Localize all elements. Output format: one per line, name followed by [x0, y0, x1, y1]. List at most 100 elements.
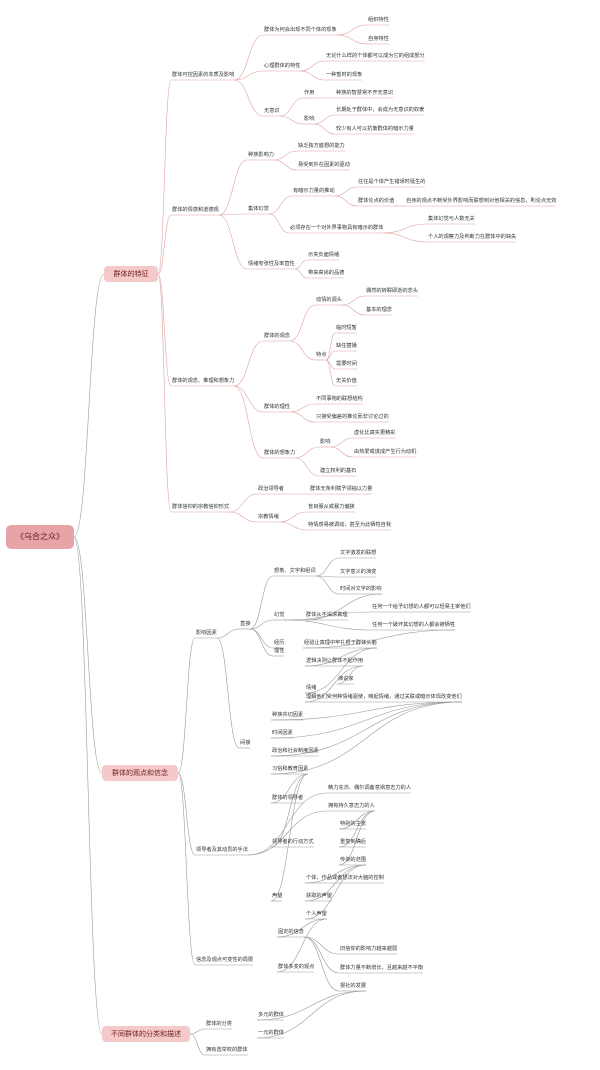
node-41[interactable]: 群体的想象力: [264, 450, 296, 456]
node-90[interactable]: 群体力量不断增长，且越来越不平衡: [340, 965, 424, 971]
node-49[interactable]: 宗教情绪: [258, 514, 279, 520]
node-27[interactable]: 带来高尚的品德: [308, 270, 345, 276]
node-11[interactable]: 长期处于群体中，会成为无意识的奴隶: [336, 107, 425, 113]
node-33[interactable]: 特点: [316, 352, 327, 358]
node-7[interactable]: 无意识: [264, 108, 280, 114]
node-95[interactable]: 拥有选举权的群体: [206, 1047, 248, 1053]
node-6[interactable]: 一种暂时的现象: [326, 72, 363, 78]
node-46[interactable]: 群体信仰的宗教信仰形式: [172, 504, 230, 510]
node-70[interactable]: 种族共切因素: [272, 712, 304, 718]
node-24[interactable]: 个人的观察力及判断力在群体中的缺失: [428, 234, 517, 240]
node-94[interactable]: 一元的群体: [258, 1030, 284, 1036]
node-40[interactable]: 只接受偏差的推论而非讨论过的: [316, 414, 389, 420]
node-93[interactable]: 多元的群体: [258, 1012, 284, 1018]
node-76[interactable]: 精力充沛、偶尔调备意祸意志力的人: [328, 785, 412, 791]
node-17[interactable]: 集体幻觉: [248, 206, 269, 212]
node-42[interactable]: 影响: [320, 439, 331, 445]
node-78[interactable]: 领导者的行动方式: [272, 839, 314, 845]
node-37[interactable]: 无关价值: [336, 378, 357, 384]
root-node[interactable]: 《乌合之众》: [6, 525, 74, 549]
node-75[interactable]: 群体的领导者: [272, 795, 304, 801]
node-58[interactable]: 幻觉: [274, 612, 285, 618]
node-54[interactable]: 想象、文字和组词: [274, 568, 316, 574]
node-56[interactable]: 文字意义的演变: [340, 569, 377, 575]
node-31[interactable]: 偶然的转瞬即逝的念头: [366, 288, 418, 294]
node-83[interactable]: 个体、作品或者想法对大脑的控制: [306, 875, 384, 881]
node-18[interactable]: 有暗示力量的推动: [293, 188, 335, 194]
node-43[interactable]: 虚化比真实更精彩: [354, 430, 396, 436]
node-69[interactable]: 间接: [240, 740, 251, 746]
node-45[interactable]: 建立权利的基石: [320, 468, 357, 474]
node-52[interactable]: 影响因素: [196, 630, 217, 636]
node-82[interactable]: 声望: [272, 893, 283, 899]
node-79[interactable]: 特别的主张: [340, 821, 366, 827]
node-55[interactable]: 文字激发的联想: [340, 550, 377, 556]
node-29[interactable]: 群体的观念: [264, 333, 290, 339]
node-36[interactable]: 需要时间: [336, 361, 357, 367]
node-59[interactable]: 群体从不渴求真理: [306, 612, 348, 618]
node-4[interactable]: 心理群体的特性: [264, 63, 301, 69]
node-28[interactable]: 群体的观念、推理和想象力: [172, 378, 235, 384]
node-1[interactable]: 群体为何会出现不同个体的现象: [264, 27, 337, 33]
node-73[interactable]: 习俗和教育因素: [272, 766, 309, 772]
node-63[interactable]: 经验让真理中牢扎根于群体头脑: [304, 640, 377, 646]
node-44[interactable]: 由热爱或谎成产生行为动机: [354, 449, 417, 455]
main-node-group-features[interactable]: 群体的特征: [104, 266, 158, 282]
node-72[interactable]: 政治和社会制度因素: [272, 748, 319, 754]
node-61[interactable]: 任何一个破坏其幻想的人都会被牺牲: [372, 622, 456, 628]
node-26[interactable]: 示夹负面情绪: [308, 252, 340, 258]
node-84[interactable]: 获取的声望: [306, 893, 332, 899]
node-77[interactable]: 拥有持久意志力的人: [328, 803, 375, 809]
node-32[interactable]: 基本的理念: [366, 307, 392, 313]
node-66[interactable]: 情绪: [306, 685, 317, 691]
node-2[interactable]: 组织特性: [368, 17, 389, 23]
node-74[interactable]: 领导者及其动员的手法: [196, 847, 248, 853]
node-48[interactable]: 群体无条利赋予领袖以力量: [310, 486, 373, 492]
node-60[interactable]: 任何一个给予幻想的人都可以轻易主宰他们: [372, 604, 471, 610]
node-5[interactable]: 无论什么样的个体都可以成为它的组成部分: [326, 53, 425, 59]
node-71[interactable]: 时间因素: [272, 730, 293, 736]
node-91[interactable]: 报社的发展: [340, 983, 366, 989]
node-50[interactable]: 盲目服从或暴力偏狭: [308, 504, 355, 510]
node-15[interactable]: 缺乏独方盛想的能力: [298, 143, 345, 149]
node-10[interactable]: 影响: [304, 116, 315, 122]
node-20[interactable]: 群体论点的价值: [358, 198, 395, 204]
node-88[interactable]: 群体多变的观点: [278, 964, 315, 970]
node-87[interactable]: 固定的信念: [278, 929, 304, 935]
node-57[interactable]: 时间对文字的影响: [340, 586, 382, 592]
node-16[interactable]: 易受到外在因素的驱动: [298, 162, 350, 168]
node-22[interactable]: 必须存在一个对外界事物具有暗示的群体: [290, 225, 384, 231]
node-12[interactable]: 较少有人可以抗衡群体的暗示力量: [336, 126, 414, 132]
node-47[interactable]: 政治领导者: [258, 486, 284, 492]
node-80[interactable]: 重复到确后: [340, 839, 366, 845]
node-30[interactable]: 动情的源头: [316, 297, 342, 303]
main-node-opinions-beliefs[interactable]: 群体的观点和信念: [102, 765, 178, 781]
node-65[interactable]: 逻辑决则让群体不起作用: [306, 658, 364, 664]
node-51[interactable]: 特情感易被调动，甚至为此牺牲自我: [308, 522, 392, 528]
node-19[interactable]: 往往是个体产生错误时诞生的: [358, 179, 426, 185]
node-25[interactable]: 情绪夸张性及率直性: [248, 261, 295, 267]
node-9[interactable]: 种族的智慧常不开无意识: [336, 90, 394, 96]
node-62[interactable]: 经历: [274, 640, 285, 646]
node-23[interactable]: 集体幻觉与人数无关: [428, 216, 475, 222]
node-68[interactable]: 理解他们受何种情绪驱使，唤起情绪，通过关联或暗示体现改变他们: [306, 694, 462, 700]
node-85[interactable]: 个人声望: [306, 911, 327, 917]
node-3[interactable]: 自身特性: [368, 36, 389, 42]
node-53[interactable]: 直接: [240, 621, 251, 627]
node-0[interactable]: 群体可控因素的本质及影响: [172, 72, 235, 78]
node-35[interactable]: 缺任替播: [336, 343, 357, 349]
node-39[interactable]: 不同事物的联想结构: [316, 396, 363, 402]
node-64[interactable]: 理性: [274, 648, 285, 654]
node-8[interactable]: 作用: [304, 90, 315, 96]
node-86[interactable]: 信念及观点可变性的局限: [196, 957, 254, 963]
node-89[interactable]: 旧信仰的影响力越来越弱: [340, 946, 398, 952]
node-13[interactable]: 群体的情感和道德观: [172, 207, 219, 213]
node-81[interactable]: 传染的范围: [340, 857, 366, 863]
node-38[interactable]: 群体的理性: [264, 404, 290, 410]
node-21[interactable]: 自身的观点不断受外界影响而联想到对他相关的信息，則论点无效: [406, 198, 557, 204]
node-92[interactable]: 群体的分类: [206, 1021, 232, 1027]
main-node-classification[interactable]: 不同群体的分类和描述: [102, 1026, 190, 1042]
node-34[interactable]: 临时短暂: [336, 325, 357, 331]
node-14[interactable]: 种族影响力: [248, 152, 274, 158]
node-67[interactable]: 演说家: [338, 676, 354, 682]
